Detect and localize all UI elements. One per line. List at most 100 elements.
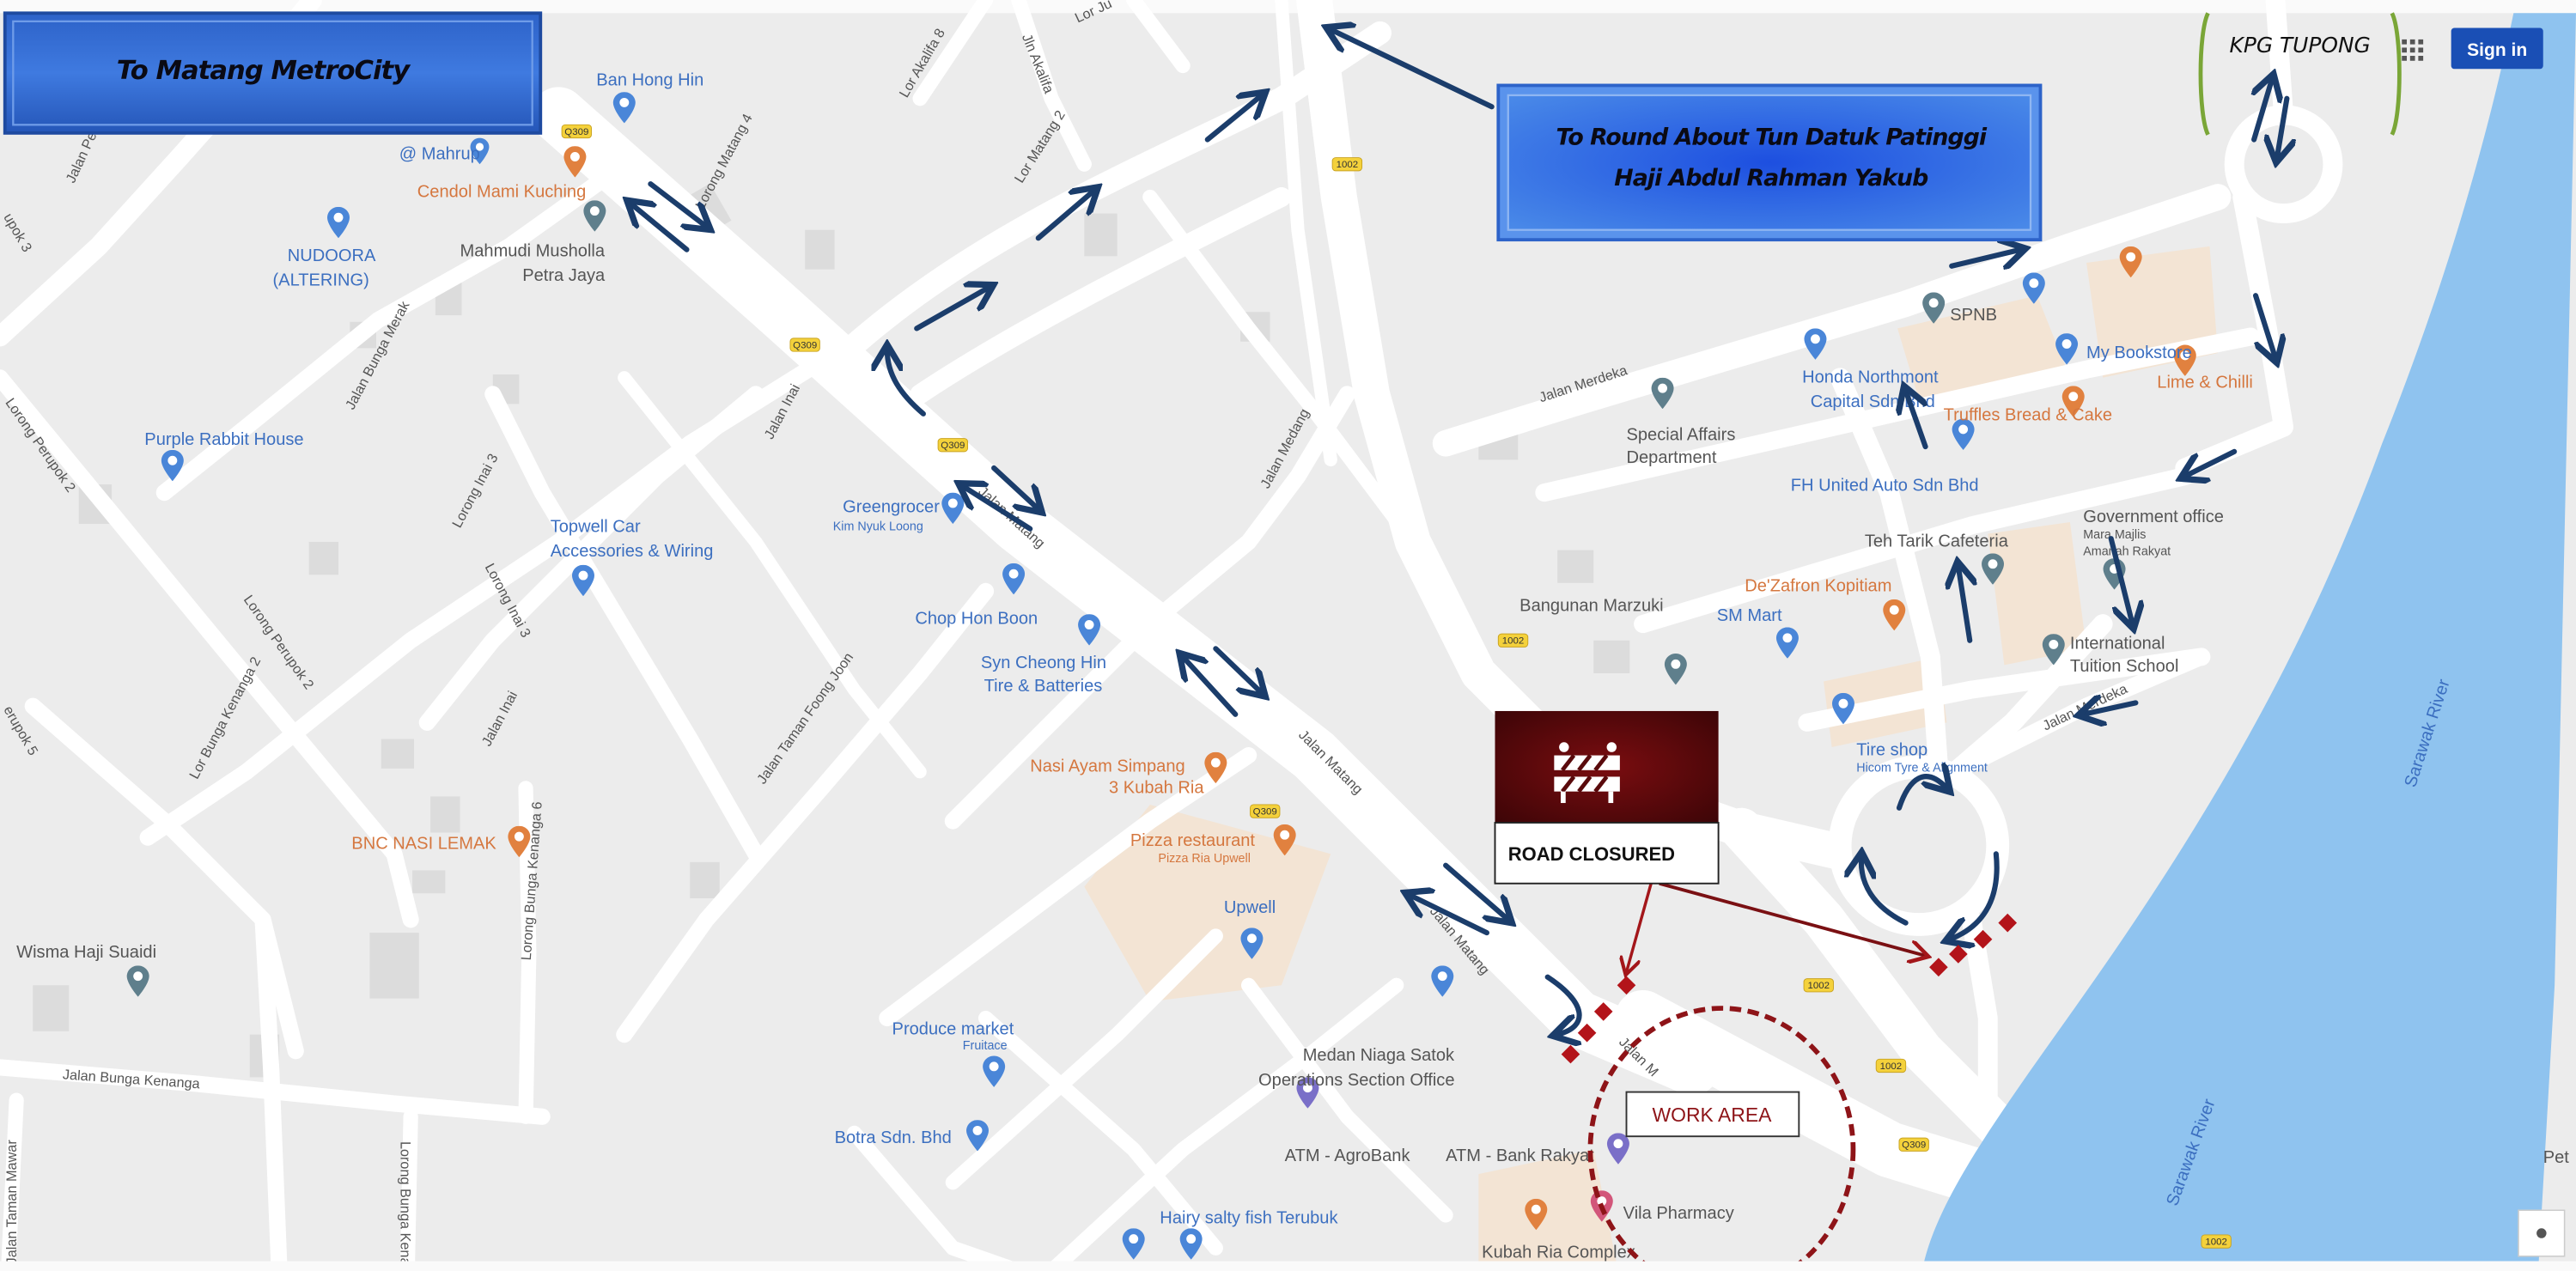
poi-hairy: Hairy salty fish Terubuk: [1160, 1209, 1338, 1228]
my-location-button[interactable]: [2518, 1209, 2566, 1257]
road-closed-sign: ROAD CLOSURED: [1494, 710, 1720, 885]
poi-kubah-ria: Kubah Ria Complex: [1482, 1244, 1635, 1262]
work-area-circle: [1587, 1006, 1856, 1271]
poi-teh-tarik: Teh Tarik Cafeteria: [1865, 532, 2009, 551]
poi-pizza: Pizza restaurant: [1130, 831, 1256, 850]
poi-upwell: Upwell: [1224, 898, 1276, 917]
sign-in-button[interactable]: Sign in: [2451, 27, 2543, 70]
svg-text:1002: 1002: [1808, 981, 1830, 991]
svg-text:1002: 1002: [1880, 1061, 1903, 1072]
svg-text:WORK AREA: WORK AREA: [1652, 1104, 1772, 1126]
poi-gov: Amanah Rakyat: [2083, 544, 2171, 558]
svg-text:Q309: Q309: [793, 340, 817, 350]
poi-greengrocer: Greengrocer: [843, 498, 940, 517]
poi-chop-hon-boon: Chop Hon Boon: [915, 610, 1038, 629]
barricade-icon: [1554, 742, 1620, 804]
svg-text:Q309: Q309: [564, 127, 588, 137]
poi-intl: Tuition School: [2070, 657, 2179, 676]
svg-text:Q309: Q309: [941, 441, 965, 451]
svg-text:1002: 1002: [1502, 636, 1525, 647]
sarawak-river: [1921, 13, 2576, 1271]
poi-greengrocer: Kim Nyuk Loong: [833, 520, 923, 534]
poi-nudoora: (ALTERING): [272, 271, 368, 290]
poi-labels[interactable]: Ban Hong Hin @ Mahrup Cendol Mami Kuchin…: [16, 70, 2569, 1262]
route-shield-q309: Q309: [1250, 804, 1281, 818]
svg-text:To Round About Tun Datuk Patin: To Round About Tun Datuk Patinggi: [1556, 124, 1987, 150]
poi-sm-mart: SM Mart: [1717, 606, 1782, 625]
poi-fh-united: FH United Auto Sdn Bhd: [1791, 477, 1979, 496]
poi-mahmudi: Mahmudi Musholla: [460, 241, 606, 260]
poi-nasi-ayam: Nasi Ayam Simpang: [1030, 757, 1184, 776]
svg-text:To Matang MetroCity: To Matang MetroCity: [117, 56, 411, 86]
svg-text:KPG TUPONG: KPG TUPONG: [2230, 33, 2371, 58]
poi-mahmudi: Petra Jaya: [522, 266, 606, 285]
route-shield-q309: Q309: [937, 438, 969, 453]
poi-honda: Honda Northmont: [1802, 368, 1939, 387]
svg-text:ROAD CLOSURED: ROAD CLOSURED: [1508, 843, 1675, 865]
route-shield-q309: Q309: [561, 124, 593, 139]
poi-tire: Tire shop: [1856, 741, 1927, 760]
poi-honda: Capital Sdn Bhd: [1811, 392, 1935, 411]
closure-pointer: [1659, 881, 1926, 956]
apps-grid-icon[interactable]: [2402, 39, 2424, 61]
poi-nasi-ayam: 3 Kubah Ria: [1109, 779, 1204, 798]
road-closure-markers: [1561, 913, 2018, 1064]
poi-pizza: Pizza Ria Upwell: [1158, 852, 1251, 866]
poi-spnb: SPNB: [1950, 306, 1997, 325]
svg-text:1002: 1002: [1337, 160, 1359, 170]
poi-atm-agro: ATM - AgroBank: [1285, 1146, 1411, 1165]
route-shield-1002: 1002: [1331, 157, 1363, 172]
poi-produce: Produce market: [892, 1020, 1014, 1039]
poi-botra: Botra Sdn. Bhd: [835, 1128, 952, 1147]
poi-bookstore: My Bookstore: [2086, 344, 2192, 362]
poi-nudoora: NUDOORA: [288, 246, 376, 265]
route-shield-q309: Q309: [789, 338, 820, 352]
poi-pharmacy: Vila Pharmacy: [1623, 1204, 1734, 1223]
svg-text:Sign in: Sign in: [2467, 40, 2527, 60]
closure-pointer: [1627, 883, 1653, 972]
poi-topwell: Topwell Car: [551, 518, 641, 537]
route-shield-1002: 1002: [1497, 633, 1529, 648]
route-shield-1002: 1002: [1803, 978, 1834, 993]
poi-gov: Mara Majlis: [2083, 528, 2146, 542]
poi-gov: Government office: [2083, 508, 2224, 526]
location-icon: [2536, 1228, 2547, 1238]
kpg-tupong-label: KPG TUPONG: [2198, 12, 2402, 136]
svg-text:Jalan Taman Mawar: Jalan Taman Mawar: [4, 1140, 20, 1265]
svg-text:Q309: Q309: [1253, 806, 1277, 817]
banner-to-roundabout: To Round About Tun Datuk Patinggi Haji A…: [1496, 83, 2043, 242]
poi-intl: International: [2070, 634, 2165, 653]
work-area-label: WORK AREA: [1625, 1091, 1800, 1138]
poi-atm-rakyat: ATM - Bank Rakyat: [1446, 1146, 1594, 1165]
poi-pet: Pet: [2543, 1148, 2570, 1167]
svg-text:Lorong Bunga Kenanga 5: Lorong Bunga Kenanga 5: [398, 1141, 413, 1271]
route-shield-1002: 1002: [2201, 1234, 2232, 1249]
poi-produce: Fruitace: [963, 1039, 1008, 1053]
poi-lime: Lime & Chilli: [2157, 373, 2253, 392]
poi-mahrup: @ Mahrup: [399, 144, 480, 163]
poi-ban-hong-hin: Ban Hong Hin: [596, 70, 703, 89]
poi-wisma: Wisma Haji Suaidi: [16, 943, 156, 962]
poi-special-affairs: Special Affairs: [1627, 425, 1736, 444]
svg-text:1002: 1002: [2205, 1237, 2227, 1247]
poi-medan: Medan Niaga Satok: [1303, 1046, 1455, 1065]
commercial-areas: [1084, 246, 2219, 1271]
poi-syn-cheong: Tire & Batteries: [984, 677, 1103, 696]
banner-to-matang-metrocity: To Matang MetroCity: [3, 11, 543, 135]
poi-cendol: Cendol Mami Kuching: [417, 182, 586, 201]
poi-bnc: BNC NASI LEMAK: [351, 835, 496, 854]
poi-topwell: Accessories & Wiring: [551, 542, 714, 561]
route-shield-1002: 1002: [1875, 1058, 1907, 1073]
svg-text:Haji Abdul Rahman Yakub: Haji Abdul Rahman Yakub: [1614, 165, 1928, 192]
poi-purple-rabbit: Purple Rabbit House: [144, 430, 303, 449]
route-shield-q309: Q309: [1898, 1137, 1929, 1152]
traffic-arrows: [630, 29, 2287, 1034]
poi-tire: Hicom Tyre & Alignment: [1856, 762, 1988, 775]
poi-special-affairs: Department: [1627, 448, 1717, 467]
svg-text:Q309: Q309: [1902, 1140, 1926, 1151]
poi-truffles: Truffles Bread & Cake: [1944, 406, 2112, 425]
poi-syn-cheong: Syn Cheong Hin: [981, 654, 1106, 672]
poi-medan: Operations Section Office: [1258, 1071, 1454, 1090]
poi-marzuki: Bangunan Marzuki: [1519, 596, 1663, 615]
